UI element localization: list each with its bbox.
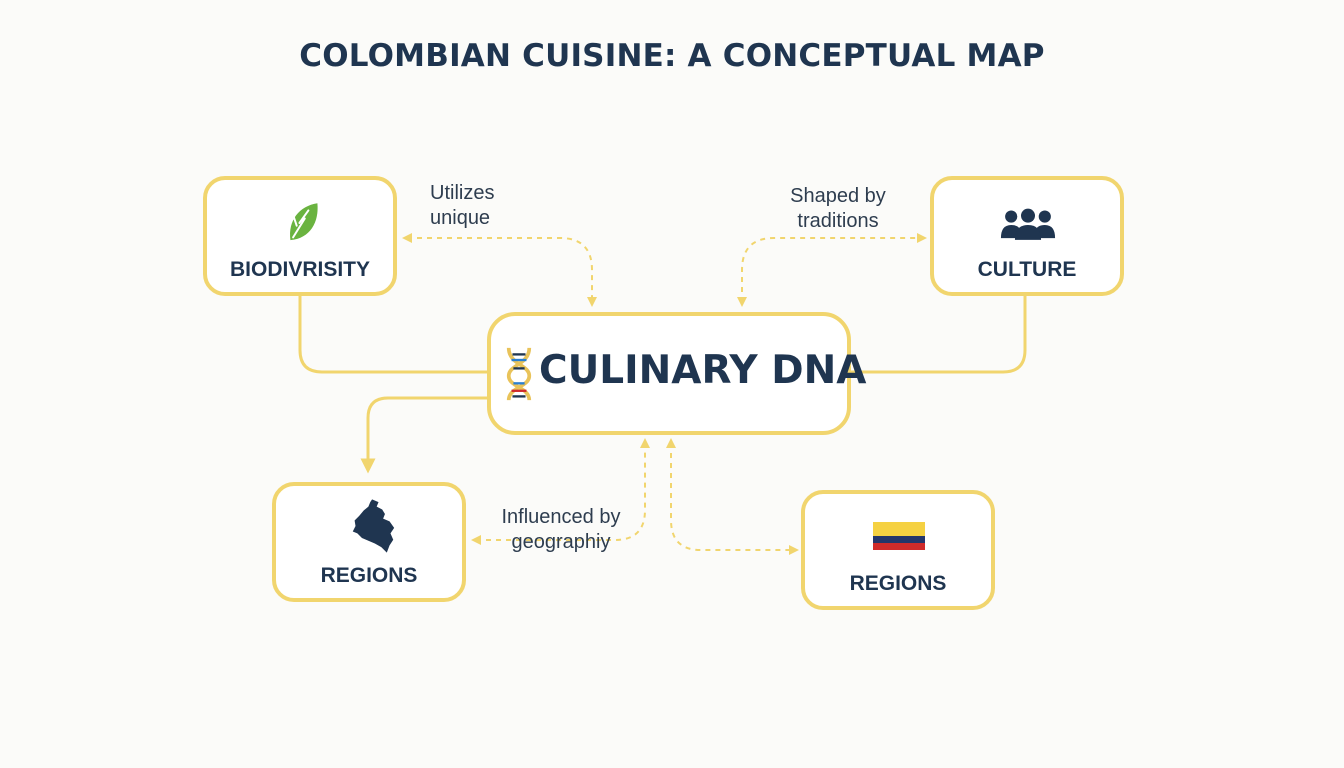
edge-label-influenced: Influenced by geographiy — [486, 505, 636, 555]
node-label-culture: CULTURE — [977, 258, 1077, 281]
edge-label-utilizes: Utilizes unique — [430, 181, 494, 231]
dna-icon — [506, 347, 532, 401]
connector-culture-center — [850, 295, 1027, 374]
node-label-biodiversity: BIODIVRISITY — [229, 258, 371, 281]
colombia-map-icon — [352, 499, 395, 553]
edge-label-shaped-line-2: traditions — [797, 210, 879, 232]
node-regions-flag[interactable]: REGIONS — [801, 490, 995, 610]
node-culture[interactable]: CULTURE — [930, 176, 1124, 296]
connector-biodiversity-center — [298, 295, 490, 374]
node-regions-map[interactable]: REGIONS — [272, 482, 466, 602]
dashed-shaped-connector — [737, 233, 927, 307]
leaf-icon — [290, 203, 318, 241]
people-icon — [1000, 208, 1056, 240]
edge-label-influenced-line-2: geographiy — [511, 531, 611, 553]
center-label: CULINARY DNA — [539, 348, 867, 393]
diagram-title: COLOMBIAN CUISINE: A CONCEPTUAL MAP — [299, 38, 1045, 74]
edge-label-shaped: Shaped by traditions — [738, 184, 938, 234]
dashed-utilizes-connector — [402, 233, 597, 307]
colombia-flag-icon — [873, 522, 925, 550]
dashed-influenced-connector — [471, 438, 650, 545]
edge-label-shaped-line-1: Shaped by — [790, 185, 886, 207]
node-label-regions-map: REGIONS — [320, 564, 418, 587]
edge-label-utilizes-line-2: unique — [430, 207, 491, 229]
node-label-regions-flag: REGIONS — [849, 572, 947, 595]
dashed-flag-connector — [666, 438, 799, 555]
edge-label-utilizes-line-1: Utilizes — [430, 182, 495, 204]
node-culinary-dna[interactable]: CULINARY DNA — [487, 312, 866, 435]
edge-label-influenced-line-1: Influenced by — [501, 506, 621, 528]
node-biodiversity[interactable]: BIODIVRISITY — [203, 176, 397, 296]
connector-center-regions — [360, 396, 490, 474]
